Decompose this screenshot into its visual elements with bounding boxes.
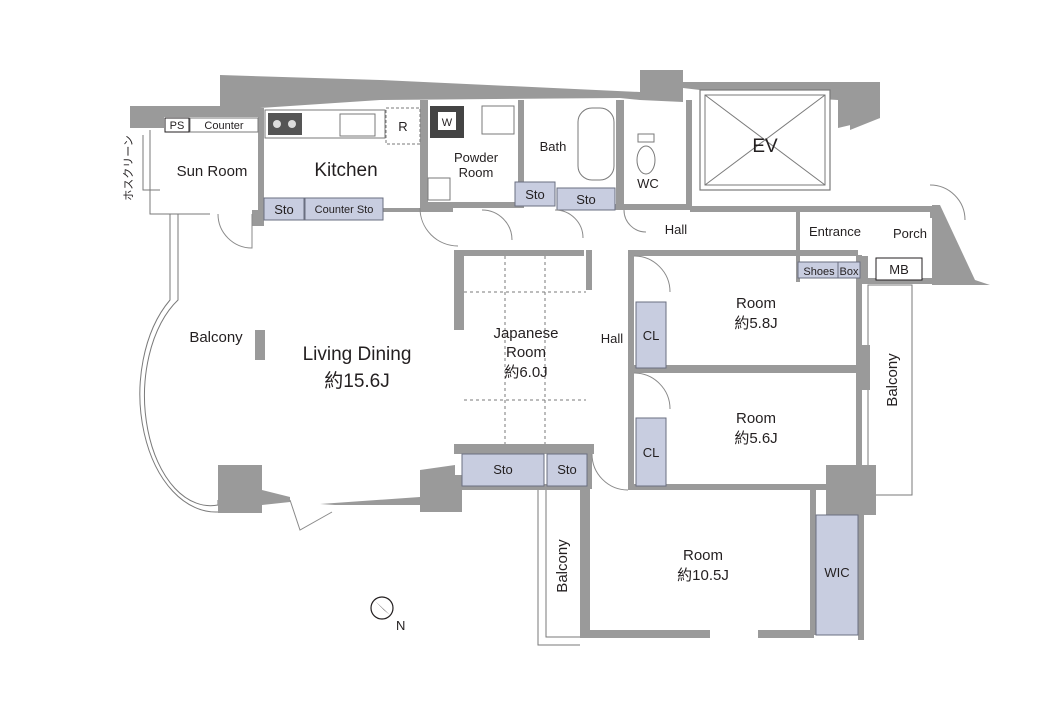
wic-label: WIC [824,565,849,580]
bath-sto-2-label: Sto [576,192,596,207]
elevator-shaft: EV [704,94,826,186]
powder-room-label-1: Powder [454,150,499,165]
room-b-size: 約5.6J [734,430,777,447]
room-c-label: Room [683,547,723,564]
hall-top-label: Hall [665,222,688,237]
counter-storage [304,197,384,221]
bath-sto-1-label: Sto [525,187,545,202]
closet-a [635,301,667,369]
bath-storage-2 [556,187,616,211]
hall-mid-label: Hall [601,331,624,346]
japanese-sto-2-label: Sto [557,462,577,477]
bath-storage-1 [514,181,556,207]
ps-label: PS [170,120,185,132]
mb-label: MB [889,262,909,277]
walk-in-closet [815,514,859,636]
mb-box [875,257,923,281]
balcony-bottom-label: Balcony [554,539,571,593]
balcony-outlines [139,130,913,646]
japanese-room-label-1: Japanese [493,325,558,342]
basin-icon [481,105,515,135]
closet-b-label: CL [643,445,660,460]
japanese-storage-2 [546,453,588,487]
hose-screen-label: ホスクリーン [122,135,135,200]
fixture-labels: PS Counter Sto Counter Sto Sto Sto Sto S… [164,117,850,580]
tatami-grid [464,256,586,444]
wet-area-fixtures: W [427,105,656,201]
stove-burner-icon [288,120,296,128]
kitchen-fixtures: R [264,107,421,145]
shoes-label: Shoes [803,266,835,278]
bathtub-icon [577,107,615,181]
compass-label: N [396,618,405,633]
stove-burner-icon [273,120,281,128]
japanese-room-size: 約6.0J [504,364,547,381]
kitchen-storage [263,197,305,221]
japanese-storage-1 [461,453,545,487]
refrigerator-label: R [398,119,407,134]
living-dining-size: 約15.6J [324,370,389,392]
room-a-label: Room [736,295,776,312]
room-labels: Kitchen Sun Room Powder Room Bath WC Hal… [122,135,927,592]
kitchen-label: Kitchen [314,160,377,181]
counter-label: Counter [204,120,243,132]
room-a-size: 約5.8J [734,315,777,332]
entrance-label: Entrance [809,224,861,239]
japanese-sto-1-label: Sto [493,462,513,477]
refrigerator-space [385,107,421,145]
closet-a-label: CL [643,328,660,343]
counter-sto-label: Counter Sto [315,204,374,216]
drain-icon [427,177,451,201]
porch-label: Porch [893,226,927,241]
balcony-right-label: Balcony [884,353,901,407]
shoes-box-right [837,261,861,279]
sink-icon [339,113,376,137]
ev-label: EV [752,136,778,157]
bath-label: Bath [540,139,567,154]
room-c-size: 約10.5J [677,567,729,584]
storage-areas [263,181,861,636]
japanese-room-label-2: Room [506,344,546,361]
toilet-icon [636,145,656,175]
walls [130,70,990,640]
room-b-label: Room [736,410,776,427]
box-label: Box [840,266,859,278]
compass-icon: N [370,596,405,633]
kitchen-sto-label: Sto [274,202,294,217]
washer-label: W [442,117,453,129]
balcony-left-label: Balcony [189,329,243,346]
closet-b [635,417,667,487]
living-dining-label: Living Dining [303,344,412,365]
wc-label: WC [637,176,659,191]
doors [217,184,966,531]
sun-room-label: Sun Room [177,163,248,180]
powder-room-label-2: Room [459,165,494,180]
